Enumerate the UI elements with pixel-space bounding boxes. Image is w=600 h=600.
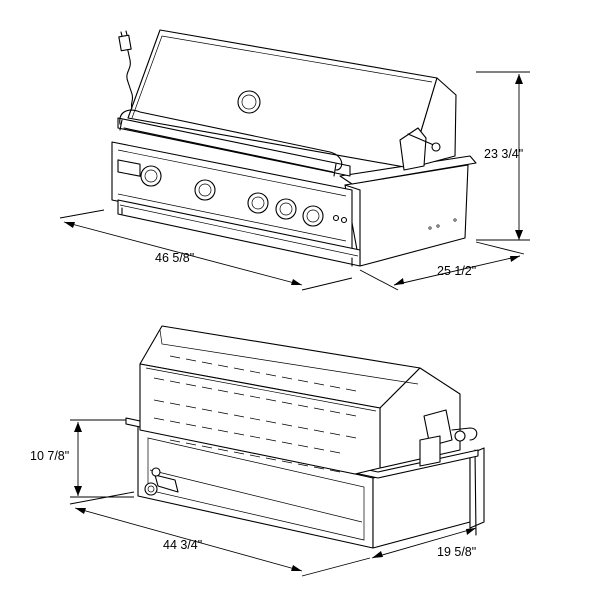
bottom-depth-label: 19 5/8" xyxy=(437,545,476,559)
bottom-width-label: 44 3/4" xyxy=(163,538,202,552)
grill-front-view xyxy=(111,29,477,267)
bottom-height-label: 10 7/8" xyxy=(30,449,69,463)
rotisserie-motor xyxy=(399,127,441,171)
top-dimension-lines xyxy=(59,71,530,291)
power-cord xyxy=(118,30,134,109)
top-width-label: 46 5/8" xyxy=(155,251,194,265)
bottom-dimension-lines xyxy=(69,419,477,577)
gas-fitting xyxy=(144,467,179,496)
control-knobs xyxy=(140,165,348,227)
rear-rotisserie-motor xyxy=(419,409,478,467)
top-height-label: 23 3/4" xyxy=(484,147,523,161)
grill-rear-view xyxy=(125,325,485,549)
hood-vents xyxy=(153,355,357,473)
top-depth-label: 25 1/2" xyxy=(437,264,476,278)
